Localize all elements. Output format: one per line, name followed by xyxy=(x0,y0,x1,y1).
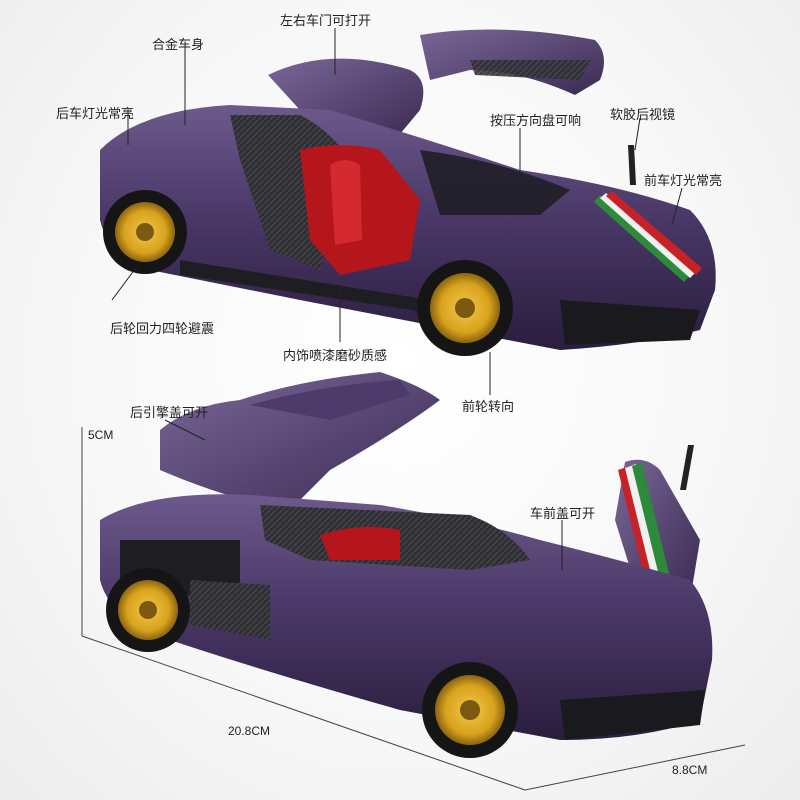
front-hood-label: 车前盖可开 xyxy=(530,507,596,522)
rear-wheel-bottom xyxy=(106,568,190,652)
car-body-bottom xyxy=(100,494,713,740)
alloy-body-label: 合金车身 xyxy=(152,38,205,53)
length-dimension: 20.8CM xyxy=(228,724,271,738)
front-wheel xyxy=(417,260,513,356)
rear-lights-label: 后车灯光常亮 xyxy=(56,107,135,122)
callout-lines xyxy=(111,28,683,570)
doors-open-label: 左右车门可打开 xyxy=(280,14,372,29)
front-wheel-bottom xyxy=(422,662,518,758)
steering-label: 前轮转向 xyxy=(462,400,515,415)
left-door-open xyxy=(268,58,424,140)
interior-label: 内饰喷漆磨砂质感 xyxy=(283,349,388,364)
horn-label: 按压方向盘可响 xyxy=(490,114,582,129)
rear-suspension-label: 后轮回力四轮避震 xyxy=(110,322,215,337)
mirror-label: 软胶后视镜 xyxy=(610,108,676,123)
height-dimension: 5CM xyxy=(88,428,114,442)
front-lights-label: 前车灯光常亮 xyxy=(644,174,723,189)
width-dimension: 8.8CM xyxy=(672,763,708,777)
engine-cover-label: 后引擎盖可开 xyxy=(130,406,209,421)
dimension-lines xyxy=(81,427,746,791)
top-car xyxy=(100,29,716,356)
bottom-car xyxy=(100,372,713,758)
rear-wheel xyxy=(103,190,187,274)
